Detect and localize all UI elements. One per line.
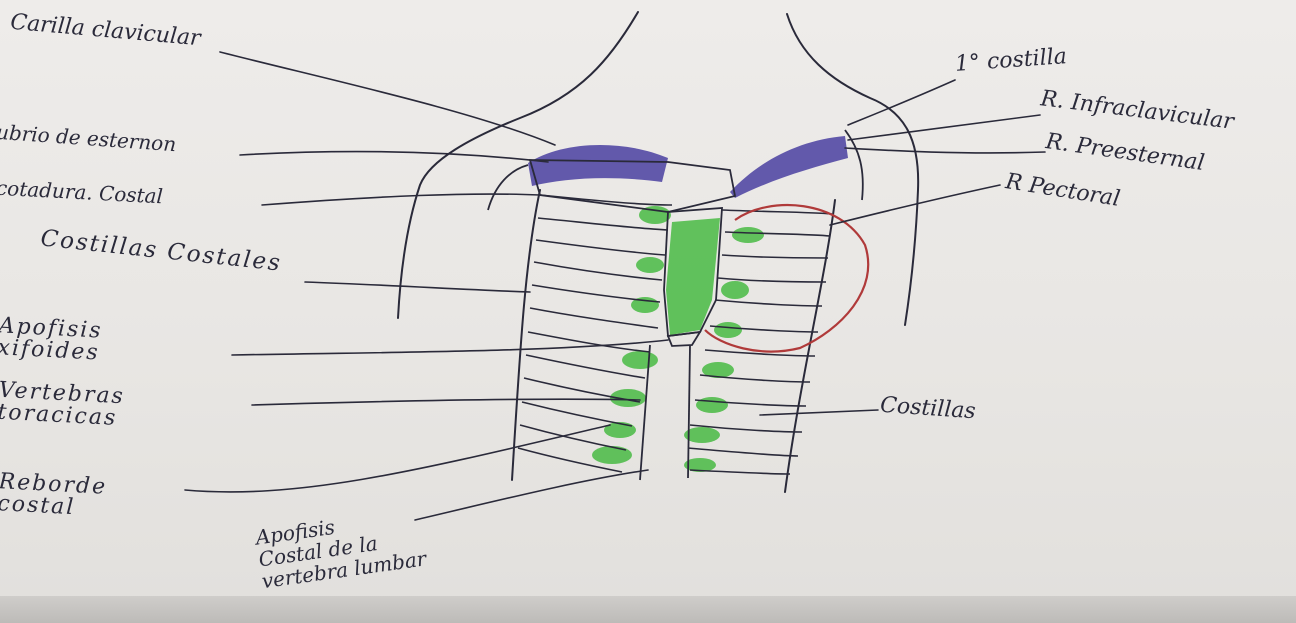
leader-carilla (220, 52, 555, 145)
spine-right (688, 346, 690, 478)
leader-reborde (185, 425, 610, 492)
clavicle-right-purple (730, 136, 848, 198)
label-apofisis-xifoides-line2: xifoides (0, 337, 102, 364)
leader-preesternal (845, 148, 1045, 153)
label-reborde-costal: Reborde costal (0, 471, 108, 521)
thorax-left-outline (512, 190, 540, 480)
green-cartilages (592, 206, 764, 472)
leader-1-costilla (848, 80, 955, 125)
leader-manubrio (240, 151, 548, 162)
label-apofisis-xifoides: Apofisis xifoides (0, 315, 103, 364)
leader-escotadura (262, 194, 540, 205)
leader-infraclavicular (848, 115, 1040, 140)
leader-pectoral (830, 185, 1000, 225)
sternum-body-green (666, 218, 720, 335)
leader-costillas (760, 410, 878, 415)
leader-apofisis-costal (415, 470, 648, 520)
leader-costillas-costales (305, 282, 530, 292)
label-vertebras-toracicas: Vertebras toracicas (0, 380, 125, 431)
thorax-right-outline (785, 200, 835, 492)
clavicle-left-purple (528, 145, 668, 186)
leader-vertebras (252, 399, 640, 405)
leader-xifoides (232, 340, 668, 355)
first-rib-left (488, 165, 528, 210)
